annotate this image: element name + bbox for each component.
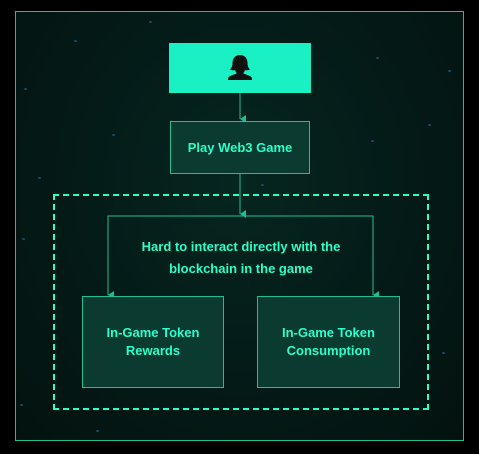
background-speck — [149, 21, 152, 23]
background-speck — [20, 404, 23, 406]
blockchain-interaction-note: Hard to interact directly with the block… — [141, 239, 341, 276]
background-speck — [22, 238, 25, 240]
background-speck — [74, 40, 77, 42]
background-speck — [96, 430, 99, 432]
background-speck — [112, 134, 115, 136]
background-speck — [448, 70, 451, 72]
in-game-token-consumption-node: In-Game Token Consumption — [257, 296, 400, 388]
background-speck — [38, 177, 41, 179]
in-game-token-rewards-label: In-Game Token Rewards — [106, 325, 200, 358]
background-speck — [371, 140, 374, 142]
background-speck — [442, 352, 445, 354]
user-node — [169, 43, 311, 93]
background-speck — [261, 184, 264, 186]
play-web3-game-node: Play Web3 Game — [170, 121, 310, 174]
background-speck — [428, 124, 431, 126]
user-silhouette-icon — [228, 55, 252, 80]
background-speck — [376, 57, 379, 59]
dashed-group-box — [53, 194, 429, 410]
play-web3-game-label: Play Web3 Game — [187, 139, 293, 155]
split-bracket — [107, 215, 374, 294]
background-speck — [24, 88, 27, 90]
in-game-token-rewards-node: In-Game Token Rewards — [82, 296, 224, 388]
in-game-token-consumption-label: In-Game Token Consumption — [282, 325, 375, 358]
